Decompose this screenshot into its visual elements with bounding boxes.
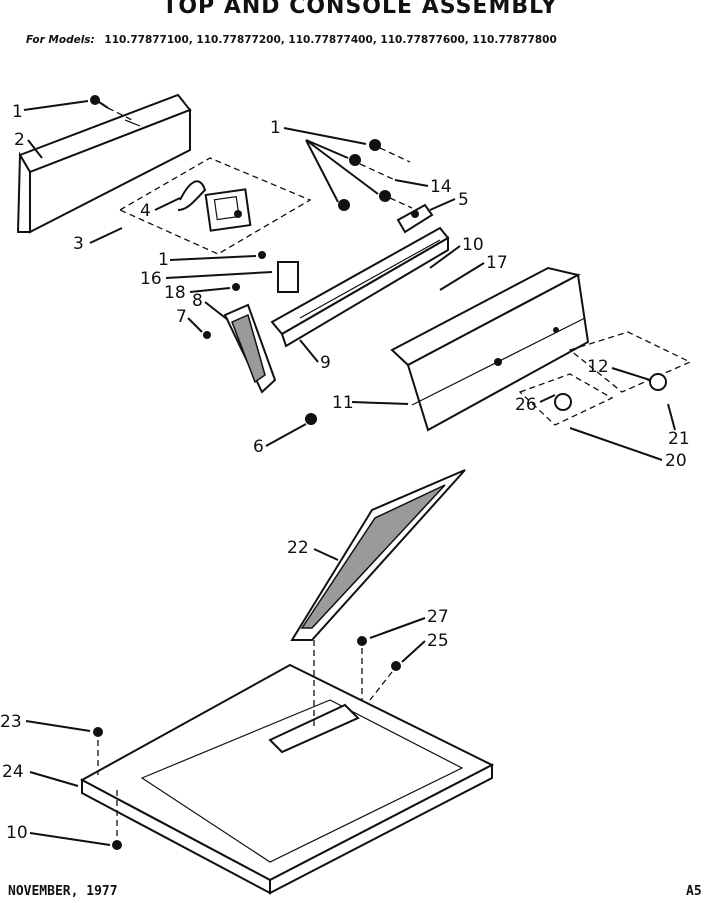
- callout-10-upper: 10: [462, 235, 484, 255]
- callout-7: 7: [176, 307, 187, 327]
- callout-11: 11: [332, 393, 354, 413]
- part-screw-6: [305, 413, 317, 425]
- part-screw-1a: [90, 95, 133, 121]
- callout-23: 23: [0, 712, 22, 732]
- part-27: [357, 636, 367, 646]
- callout-9: 9: [320, 353, 331, 373]
- callout-12: 12: [587, 357, 609, 377]
- callout-18: 18: [164, 283, 186, 303]
- callout-3: 3: [73, 234, 84, 254]
- part-screws-upper: [338, 139, 413, 211]
- models-list: 110.77877100, 110.77877200, 110.77877400…: [104, 34, 557, 46]
- leader-lines: [23, 100, 676, 846]
- part-control-rail: [270, 226, 450, 348]
- part-knob-housing-8: [223, 303, 277, 394]
- part-screw-7: [203, 331, 211, 339]
- footer-page-code: A5: [686, 884, 702, 899]
- callout-27: 27: [427, 607, 449, 627]
- callout-4: 4: [140, 201, 151, 221]
- part-knob-outline-21: [568, 331, 692, 393]
- part-knob-outline-20: [518, 373, 614, 426]
- callout-2: 2: [14, 130, 25, 150]
- part-screw-18: [232, 283, 240, 291]
- callout-24: 24: [2, 762, 24, 782]
- callout-labels: 1 2 1 14 5 4 3 10 17 1 16 18 8 7 9 12 11…: [0, 102, 690, 843]
- callout-22: 22: [287, 538, 309, 558]
- callout-1-top-left: 1: [12, 102, 23, 122]
- callout-21: 21: [668, 429, 690, 449]
- callout-6: 6: [253, 437, 264, 457]
- callout-20: 20: [665, 451, 687, 471]
- callout-10-lower: 10: [6, 823, 28, 843]
- callout-17: 17: [486, 253, 508, 273]
- callout-8: 8: [192, 291, 203, 311]
- page-title: TOP AND CONSOLE ASSEMBLY: [162, 0, 558, 19]
- callout-1-mid: 1: [158, 250, 169, 270]
- part-bracket-5: [396, 203, 434, 234]
- callout-25: 25: [427, 631, 449, 651]
- part-bracket-16: [258, 251, 299, 293]
- part-transformer: [177, 180, 252, 232]
- models-line: For Models: 110.77877100, 110.77877200, …: [26, 34, 716, 46]
- callout-1-upper: 1: [270, 118, 281, 138]
- part-dryer-top-24: [79, 663, 495, 895]
- part-rear-panel: [16, 93, 192, 234]
- callout-16: 16: [140, 269, 162, 289]
- models-label: For Models:: [26, 34, 95, 46]
- callout-26: 26: [515, 395, 537, 415]
- callout-5: 5: [458, 190, 469, 210]
- part-lint-screen-22: [290, 469, 466, 641]
- footer-date: NOVEMBER, 1977: [8, 884, 118, 899]
- part-front-console: [390, 266, 590, 432]
- callout-14: 14: [430, 177, 452, 197]
- part-knob-26: [554, 393, 572, 411]
- part-25: [391, 661, 401, 671]
- part-knob-12: [649, 373, 667, 391]
- part-housing-outline: [118, 157, 312, 255]
